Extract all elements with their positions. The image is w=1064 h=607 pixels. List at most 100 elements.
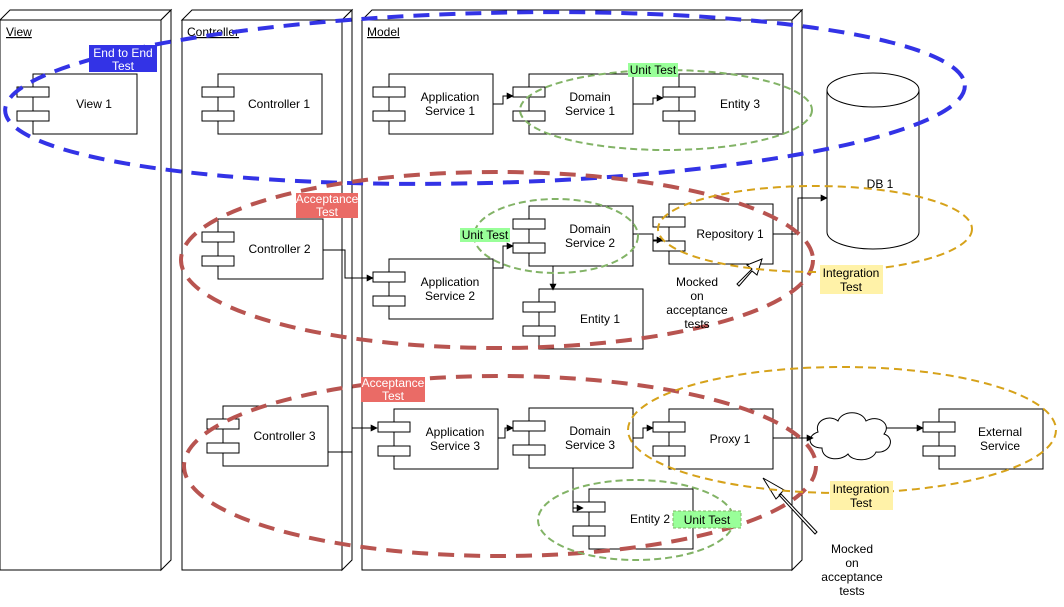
label-backgrounds xyxy=(89,45,893,529)
component-label: Entity 3 xyxy=(720,97,760,111)
mocked-1-label-l4: tests xyxy=(684,317,709,331)
component-tab xyxy=(662,110,696,122)
mocked-2-label-l3: acceptance xyxy=(821,570,883,584)
component-tab xyxy=(372,86,406,98)
component-tab xyxy=(572,525,606,537)
component-tab xyxy=(652,421,686,433)
mocked-1-label-l1: Mocked xyxy=(676,275,718,289)
unit-1-label: Unit Test xyxy=(630,63,677,77)
component-label: Controller 3 xyxy=(253,429,315,443)
component-label: Entity 2 xyxy=(630,512,670,526)
component-label: External xyxy=(978,425,1022,439)
unit-2-label: Unit Test xyxy=(462,228,509,242)
component-label: Service 1 xyxy=(565,104,615,118)
ellipse-acceptance-1 xyxy=(179,170,815,350)
integration-2-label-l2: Test xyxy=(850,496,873,510)
ellipse-end-to-end xyxy=(3,10,967,186)
component-tab xyxy=(652,216,686,228)
component-body xyxy=(393,408,499,470)
component-body xyxy=(217,218,324,280)
component-tab xyxy=(372,295,406,307)
component-body xyxy=(388,73,494,135)
unit-3-label: Unit Test xyxy=(684,513,731,527)
component-tab xyxy=(512,110,546,122)
mocked-arrow-2 xyxy=(762,477,818,535)
component-body xyxy=(217,73,323,135)
acceptance-1-label-l1: Acceptance xyxy=(296,192,359,206)
component-tab xyxy=(522,301,556,313)
connectors xyxy=(323,92,924,512)
component-tab xyxy=(512,242,546,254)
end-to-end-label-l2: Test xyxy=(112,59,135,73)
component-tab xyxy=(512,218,546,230)
acceptance-2-label-l2: Test xyxy=(382,389,405,403)
component-view-1: View 1 xyxy=(16,73,138,135)
mocked-2-label-l1: Mocked xyxy=(831,542,873,556)
component-label: Domain xyxy=(569,424,610,438)
component-proxy-1: Proxy 1 xyxy=(652,408,774,470)
component-label: Application xyxy=(421,90,480,104)
mocked-1-label-l3: acceptance xyxy=(666,303,728,317)
ellipse-integration-2 xyxy=(627,366,1057,494)
component-label: Controller 2 xyxy=(248,242,310,256)
integration-1-label-l2: Test xyxy=(840,280,863,294)
component-tab xyxy=(512,420,546,432)
component-label: Application xyxy=(426,425,485,439)
component-label: Service xyxy=(980,439,1020,453)
component-body xyxy=(668,408,774,470)
ellipse-acceptance-2 xyxy=(182,374,818,558)
component-body xyxy=(528,205,634,267)
mocked-2-label-l2: on xyxy=(845,556,858,570)
lane-view-title: View xyxy=(6,25,32,39)
component-label: Service 3 xyxy=(430,439,480,453)
mocked-1-label-l2: on xyxy=(690,289,703,303)
component-tab xyxy=(206,442,240,454)
component-body xyxy=(678,73,784,135)
component-tab xyxy=(922,445,956,457)
component-label: Application xyxy=(421,275,480,289)
component-label: Service 1 xyxy=(425,104,475,118)
db1-label: DB 1 xyxy=(867,177,894,191)
component-tab xyxy=(372,110,406,122)
component-tab xyxy=(522,325,556,337)
component-label: Service 3 xyxy=(565,438,615,452)
component-controller-2: Controller 2 xyxy=(201,218,324,280)
component-tab xyxy=(201,255,235,267)
component-tab xyxy=(572,501,606,513)
acceptance-2-label-l1: Acceptance xyxy=(362,376,425,390)
component-tab xyxy=(201,86,235,98)
component-label: Domain xyxy=(569,222,610,236)
component-controller-3: Controller 3 xyxy=(206,405,329,467)
component-body xyxy=(388,258,494,320)
mocked-arrows xyxy=(736,258,818,535)
component-entity-3: Entity 3 xyxy=(662,73,784,135)
component-tab xyxy=(662,86,696,98)
mocked-arrow-1 xyxy=(736,258,763,287)
component-tab xyxy=(512,444,546,456)
component-body xyxy=(528,407,634,469)
component-controller-1: Controller 1 xyxy=(201,73,323,135)
component-label: View 1 xyxy=(76,97,112,111)
component-tab xyxy=(652,445,686,457)
component-tab xyxy=(201,231,235,243)
cloud-icon xyxy=(809,412,891,461)
component-label: Controller 1 xyxy=(248,97,310,111)
component-tab xyxy=(372,271,406,283)
component-label: Entity 1 xyxy=(580,312,620,326)
end-to-end-label-l1: End to End xyxy=(93,46,152,60)
component-label: Proxy 1 xyxy=(710,432,751,446)
db1 xyxy=(826,72,920,250)
integration-1-label-l1: Integration xyxy=(823,266,880,280)
component-tab xyxy=(377,421,411,433)
integration-2-label-l1: Integration xyxy=(833,482,890,496)
test-ellipses xyxy=(3,10,1057,561)
lane-model-title: Model xyxy=(367,25,400,39)
mocked-2-label-l4: tests xyxy=(839,584,864,598)
component-label: Service 2 xyxy=(565,236,615,250)
